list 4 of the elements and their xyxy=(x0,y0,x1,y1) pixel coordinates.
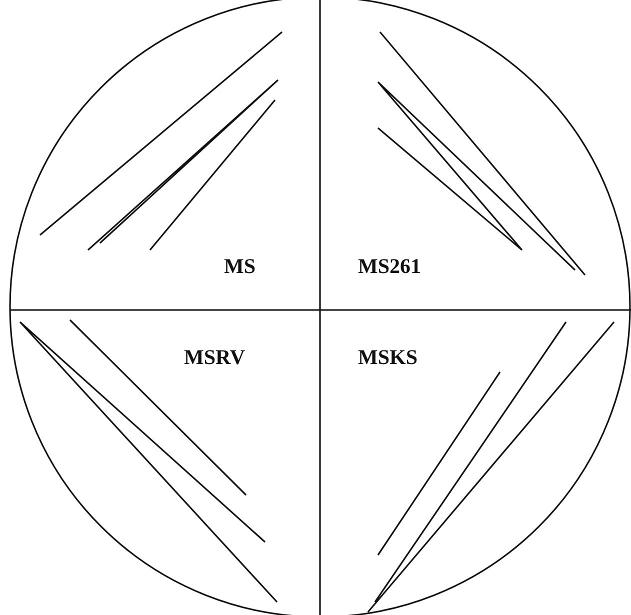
quadrant-label: MS xyxy=(224,254,256,279)
quadrant-label: MSKS xyxy=(358,345,418,370)
quadrant-label: MSRV xyxy=(184,345,246,370)
quadrant-label: MS261 xyxy=(358,254,421,279)
